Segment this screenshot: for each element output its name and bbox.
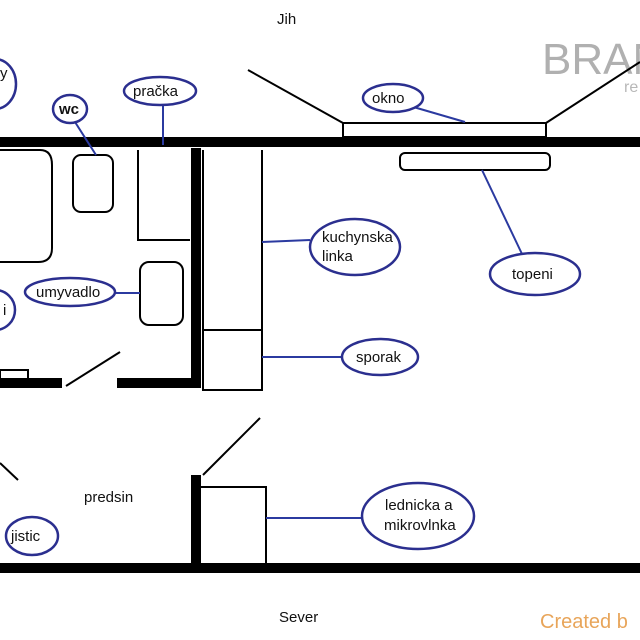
label-sporak: sporak <box>340 337 420 377</box>
svg-text:topeni: topeni <box>512 266 553 283</box>
svg-text:pračka: pračka <box>133 83 179 100</box>
window <box>342 122 547 138</box>
label-pracka: pračka <box>122 75 198 107</box>
entry-door <box>202 417 261 476</box>
kuchynska-leader <box>261 239 311 243</box>
north-label: Sever <box>279 609 318 626</box>
credit-watermark: Created b <box>540 611 628 633</box>
radiator <box>399 152 551 171</box>
svg-text:umyvadlo: umyvadlo <box>36 284 100 301</box>
south-label: Jih <box>277 11 296 28</box>
svg-text:i: i <box>3 302 6 319</box>
topeni-leader <box>481 169 523 255</box>
label-i: i <box>0 289 17 331</box>
label-topeni: topeni <box>488 251 582 297</box>
label-umyvadlo: umyvadlo <box>23 276 117 308</box>
label-y: y <box>0 58 18 110</box>
washing-machine <box>137 150 190 241</box>
bathtub <box>0 149 53 263</box>
svg-text:jistic: jistic <box>10 528 41 545</box>
svg-text:y: y <box>0 65 8 82</box>
bathroom-door <box>65 351 121 387</box>
bath-step <box>0 369 29 381</box>
svg-text:okno: okno <box>372 90 405 107</box>
label-jistic: jistic <box>4 515 60 557</box>
brand-watermark: BRAN <box>542 35 640 84</box>
window-view-line <box>247 69 344 124</box>
sink <box>139 261 184 326</box>
brand-watermark-sub: re <box>624 79 638 96</box>
wc-leader <box>74 121 97 156</box>
svg-text:wc: wc <box>58 101 79 118</box>
fridge <box>200 486 267 568</box>
label-okno: okno <box>361 82 425 114</box>
okno-leader <box>409 105 466 123</box>
label-wc: wc <box>51 93 89 125</box>
toilet <box>72 154 114 213</box>
kitchen-counter <box>202 150 263 391</box>
svg-text:sporak: sporak <box>356 349 402 366</box>
hall-door <box>0 462 19 481</box>
window-view-line <box>545 61 640 124</box>
hallway-label: predsin <box>84 489 133 506</box>
